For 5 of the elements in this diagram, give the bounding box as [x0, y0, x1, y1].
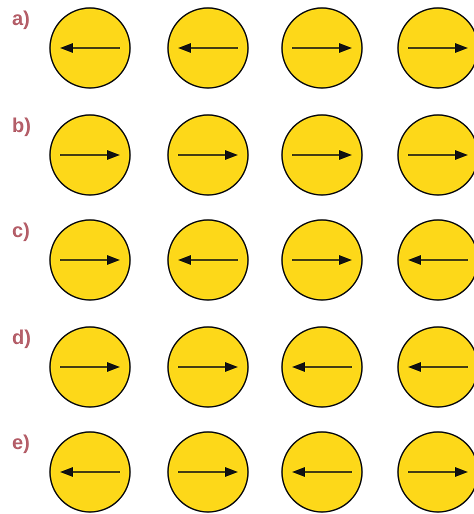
row-letter: c) [12, 220, 30, 242]
row-letter: d) [12, 327, 31, 349]
row-letter: a) [12, 8, 30, 30]
row-letter: e) [12, 432, 30, 454]
row-letter: b) [12, 115, 31, 137]
